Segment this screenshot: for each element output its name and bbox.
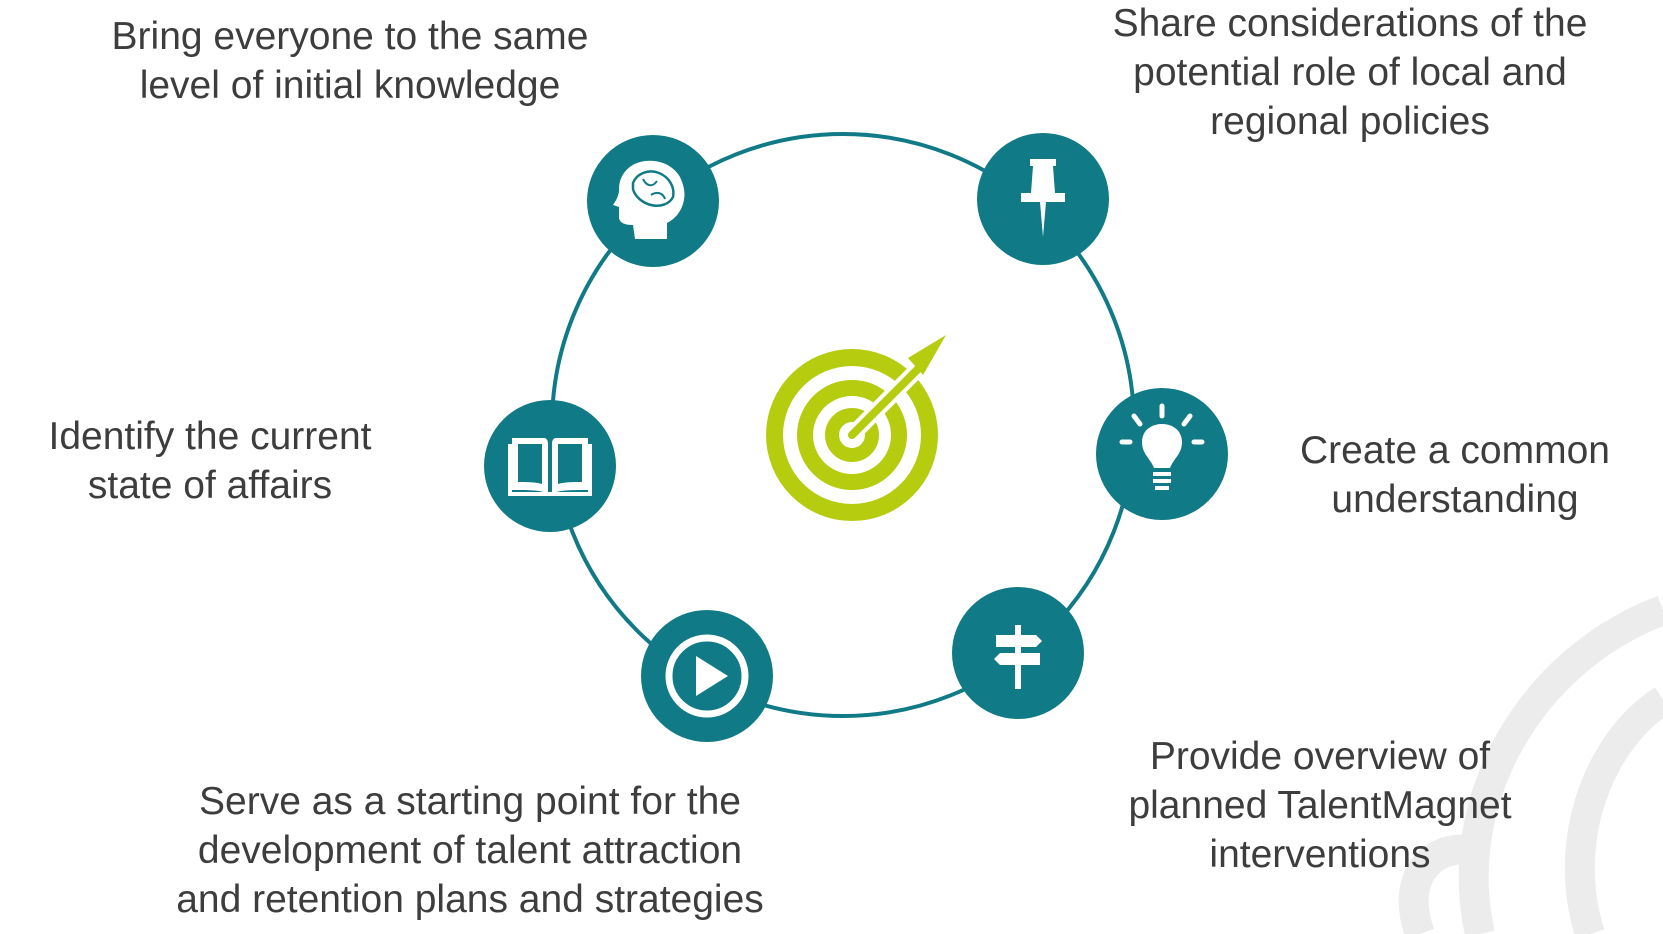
label-state: Identify the current state of affairs [0, 412, 420, 510]
label-line: Share considerations of the [1112, 2, 1588, 45]
node-common [1096, 388, 1228, 520]
node-policies [977, 133, 1109, 265]
label-line: Identify the current [48, 415, 372, 458]
label-serve: Serve as a starting point for the develo… [120, 777, 820, 924]
label-line: planned TalentMagnet [1128, 784, 1512, 827]
label-line: Provide overview of [1149, 735, 1491, 778]
label-line: state of affairs [87, 464, 333, 507]
node-state [484, 400, 616, 532]
label-line: and retention plans and strategies [176, 878, 764, 921]
label-line: Serve as a starting point for the [199, 780, 741, 823]
label-line: Create a common [1300, 429, 1610, 472]
node-serve [641, 610, 773, 742]
signpost-icon [994, 625, 1042, 689]
pushpin-icon [1021, 159, 1065, 237]
label-overview: Provide overview of planned TalentMagnet… [1040, 732, 1600, 879]
node-overview [952, 587, 1084, 719]
lightbulb-icon [1119, 403, 1205, 490]
label-line: potential role of local and [1133, 51, 1567, 94]
label-line: interventions [1209, 833, 1431, 876]
label-policies: Share considerations of the potential ro… [1060, 0, 1640, 146]
label-knowledge: Bring everyone to the same level of init… [60, 12, 640, 110]
play-circle-icon [665, 634, 749, 718]
label-line: development of talent attraction [197, 829, 743, 872]
node-knowledge [587, 135, 719, 267]
label-line: Bring everyone to the same [111, 15, 589, 58]
label-line: regional policies [1210, 100, 1490, 143]
watermark-arcs [1398, 595, 1663, 934]
label-line: understanding [1331, 478, 1579, 521]
target-arrow-icon [766, 335, 946, 521]
label-common: Create a common understanding [1255, 426, 1655, 524]
brain-head-icon [613, 160, 685, 240]
label-line: level of initial knowledge [139, 64, 561, 107]
open-book-icon [508, 438, 592, 496]
